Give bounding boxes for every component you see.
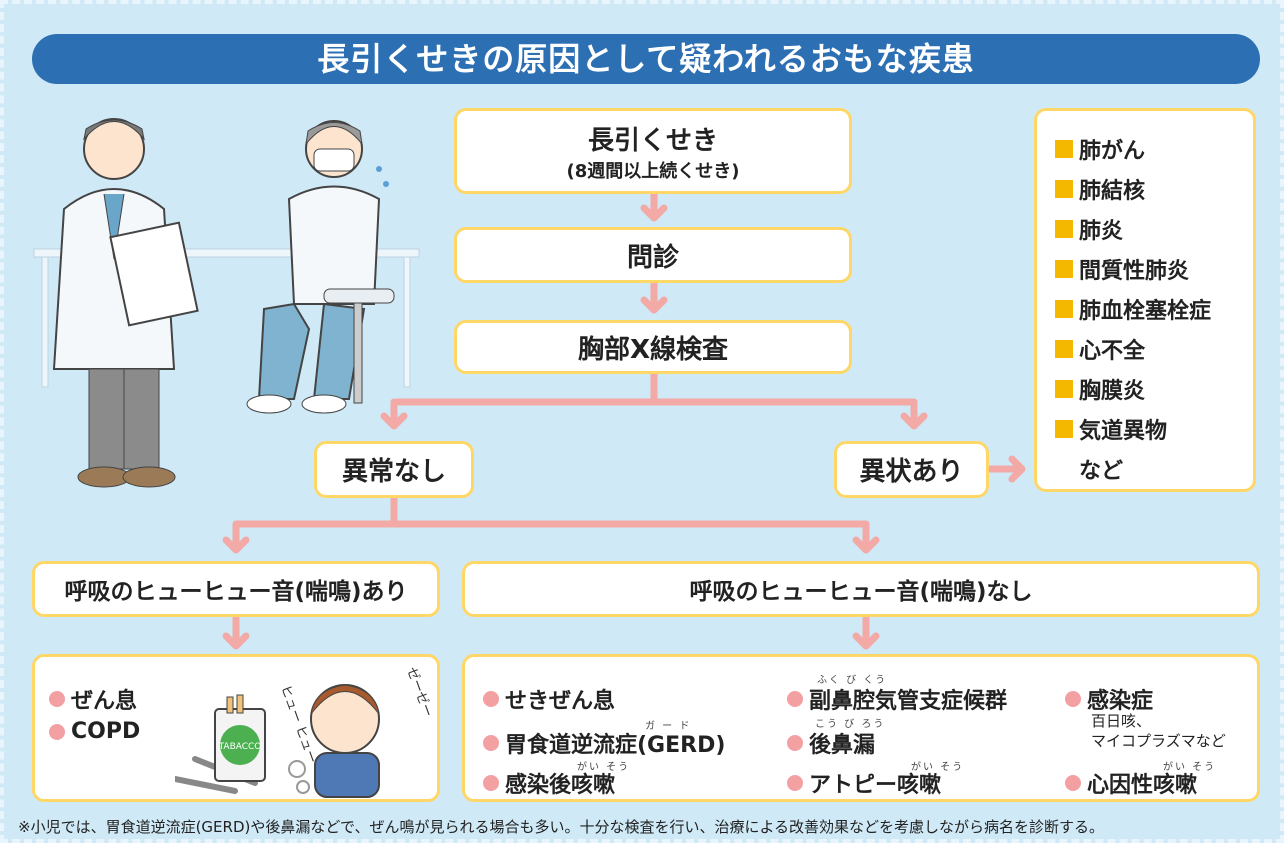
dot-bullet-icon [483, 735, 499, 751]
list-item: 胃食道逆流症(GERD) [483, 727, 725, 759]
dot-bullet-icon [483, 691, 499, 707]
list-item: アトピー咳嗽 [787, 767, 941, 799]
square-bullet-icon [1055, 300, 1073, 318]
list-item: COPD [49, 719, 140, 744]
footnote: ※小児では、胃食道逆流症(GERD)や後鼻漏などで、ぜん鳴が見られる場合も多い。… [18, 818, 1105, 836]
interview-box: 問診 [454, 227, 852, 283]
wheeze-no-label: 呼吸のヒューヒュー音(喘鳴)なし [689, 579, 1033, 605]
square-bullet-icon [1055, 380, 1073, 398]
interview-label: 問診 [626, 242, 679, 273]
coughing-child-illustration: TABACCO ヒュー ヒュー ゼーゼー [175, 665, 435, 798]
arrowhead-normal [380, 412, 408, 430]
list-item: 副鼻腔気管支症候群 [787, 683, 1007, 715]
dot-bullet-icon [787, 775, 803, 791]
square-bullet-icon [1055, 260, 1073, 278]
abnormal-disease-list: 肺がん 肺結核 肺炎 間質性肺炎 肺血栓塞栓症 心不全 胸膜炎 気道異物 など [1034, 108, 1256, 492]
start-box: 長引くせき (8週間以上続くせき) [454, 108, 852, 194]
square-bullet-icon [1055, 220, 1073, 238]
list-item: 肺結核 [1055, 173, 1145, 205]
wheeze-yes-label: 呼吸のヒューヒュー音(喘鳴)あり [64, 579, 408, 605]
normal-label: 異常なし [341, 457, 446, 487]
xray-label: 胸部X線検査 [577, 334, 729, 365]
arrowhead-1 [640, 204, 668, 222]
ruby-gaado: ガ ー ド [645, 721, 692, 732]
list-item: 肺炎 [1055, 213, 1123, 245]
flow-arrows [222, 190, 1026, 650]
arrowhead-no-list [852, 632, 880, 650]
ruby-fukubikuu: ふく び くう [817, 675, 888, 686]
doctor-patient-illustration [33, 118, 420, 488]
list-item: 間質性肺炎 [1055, 253, 1189, 285]
list-item: 心不全 [1055, 333, 1145, 365]
dot-bullet-icon [787, 735, 803, 751]
wheeze-no-list: せきぜん息 ガ ー ド 胃食道逆流症(GERD) がい そう 感染後咳嗽 ふく … [462, 654, 1260, 802]
dot-bullet-icon [49, 691, 65, 707]
list-item: 気道異物 [1055, 413, 1167, 445]
ruby-koubirou: こう び ろう [815, 719, 886, 730]
ruby-gaisou-2: がい そう [911, 762, 965, 773]
arrowhead-abnormal [900, 412, 928, 430]
start-main: 長引くせき [587, 125, 718, 156]
arrow-split-branch [390, 398, 918, 428]
abnormal-box: 異状あり [834, 441, 989, 498]
dot-bullet-icon [483, 775, 499, 791]
arrowhead-list [1008, 455, 1026, 483]
list-item: 感染後咳嗽 [483, 767, 615, 799]
dot-bullet-icon [787, 691, 803, 707]
list-item: 胸膜炎 [1055, 373, 1145, 405]
dot-bullet-icon [1065, 691, 1081, 707]
list-item: 心因性咳嗽 [1065, 767, 1197, 799]
square-bullet-icon [1055, 340, 1073, 358]
list-item: 後鼻漏 [787, 727, 875, 759]
arrow-wheeze-split [232, 520, 870, 550]
arrowhead-wheeze-no [852, 536, 880, 554]
xray-box: 胸部X線検査 [454, 320, 852, 374]
list-item: せきぜん息 [483, 683, 615, 715]
dot-bullet-icon [49, 723, 65, 740]
wheeze-yes-box: 呼吸のヒューヒュー音(喘鳴)あり [32, 561, 440, 617]
square-bullet-icon [1055, 180, 1073, 198]
tabacco-label: TABACCO [218, 742, 262, 752]
wheeze-yes-list: ぜん息 COPD TABACCO ヒュー ヒュー ゼーゼー [32, 654, 440, 802]
start-sub: (8週間以上続くせき) [566, 160, 740, 182]
wheeze-no-box: 呼吸のヒューヒュー音(喘鳴)なし [462, 561, 1260, 617]
infection-note-line1: 百日咳、 [1091, 712, 1152, 730]
zee-sound: ゼーゼー [403, 665, 435, 719]
ruby-gaisou-3: がい そう [1163, 762, 1217, 773]
infection-note-line2: マイコプラズマなど [1091, 732, 1226, 750]
square-bullet-icon [1055, 420, 1073, 438]
arrowhead-2 [640, 296, 668, 314]
normal-box: 異常なし [314, 441, 474, 498]
list-item: ぜん息 [49, 683, 137, 715]
page-title: 長引くせきの原因として疑われるおもな疾患 [32, 34, 1260, 84]
list-item: 肺血栓塞栓症 [1055, 293, 1211, 325]
list-item: 感染症 [1065, 683, 1153, 715]
arrowhead-wheeze-yes [222, 536, 250, 554]
ruby-gaisou-1: がい そう [577, 762, 631, 773]
list-suffix: など [1079, 459, 1124, 484]
list-item: 肺がん [1055, 133, 1145, 165]
abnormal-label: 異状あり [859, 457, 964, 487]
dot-bullet-icon [1065, 775, 1081, 791]
square-bullet-icon [1055, 140, 1073, 158]
arrowhead-yes-list [222, 632, 250, 650]
